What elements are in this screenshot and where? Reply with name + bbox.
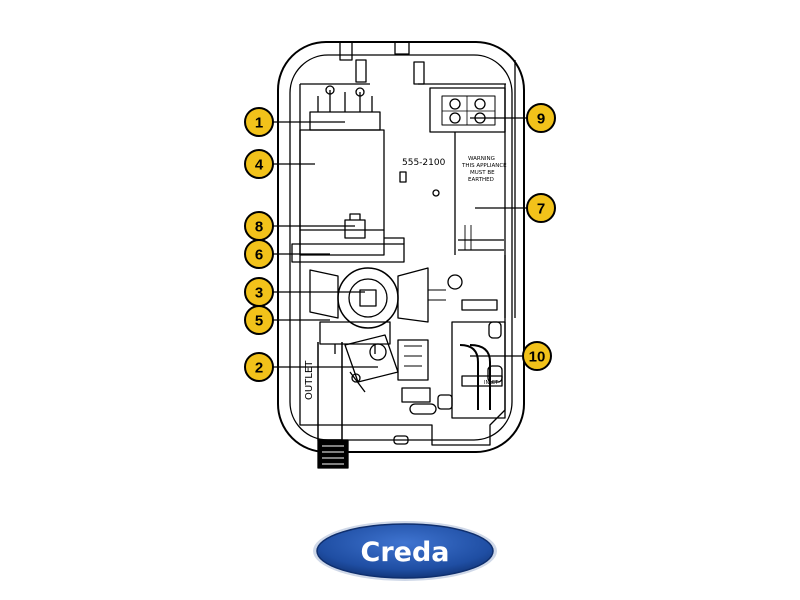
callout-1[interactable]: 1	[244, 107, 274, 137]
outlet-label: OUTLET	[304, 360, 315, 400]
flow-valve	[309, 267, 446, 329]
creda-logo: Creda	[313, 521, 497, 581]
callout-7[interactable]: 7	[526, 193, 556, 223]
callout-3-number: 3	[255, 285, 263, 302]
warning-line-1: WARNING	[468, 156, 495, 162]
callout-10[interactable]: 10	[522, 341, 552, 371]
model-code-text: 555-2100	[402, 158, 446, 168]
callout-7-number: 7	[537, 201, 545, 218]
outlet-connector	[317, 439, 349, 469]
heater-tank	[299, 129, 385, 231]
callout-4-number: 4	[255, 157, 264, 174]
solenoid-valve	[344, 334, 429, 393]
callout-5-number: 5	[255, 313, 263, 330]
callout-4[interactable]: 4	[244, 149, 274, 179]
callout-6-number: 6	[255, 247, 263, 264]
callout-10-number: 10	[529, 349, 546, 366]
warning-line-2: THIS APPLIANCE	[461, 163, 507, 169]
callout-8[interactable]: 8	[244, 211, 274, 241]
creda-logo-text: Creda	[361, 537, 450, 568]
callout-leaders	[273, 117, 527, 368]
callout-9[interactable]: 9	[526, 103, 556, 133]
callout-6[interactable]: 6	[244, 239, 274, 269]
inlet-label: INLET	[484, 380, 499, 386]
warning-label: WARNING THIS APPLIANCE MUST BE EARTHED	[461, 156, 507, 183]
warning-line-3: MUST BE	[470, 170, 495, 176]
outer-casing	[277, 41, 525, 453]
callouts: 1 4 8 6 3 5 2 9	[244, 103, 556, 382]
callout-5[interactable]: 5	[244, 305, 274, 335]
callout-9-number: 9	[537, 111, 545, 128]
callout-2-number: 2	[255, 360, 263, 377]
callout-2[interactable]: 2	[244, 352, 274, 382]
callout-1-number: 1	[255, 115, 263, 132]
callout-3[interactable]: 3	[244, 277, 274, 307]
shower-unit-drawing	[277, 41, 525, 469]
warning-line-4: EARTHED	[468, 177, 494, 183]
callout-8-number: 8	[255, 219, 263, 236]
inner-casing	[289, 54, 513, 441]
